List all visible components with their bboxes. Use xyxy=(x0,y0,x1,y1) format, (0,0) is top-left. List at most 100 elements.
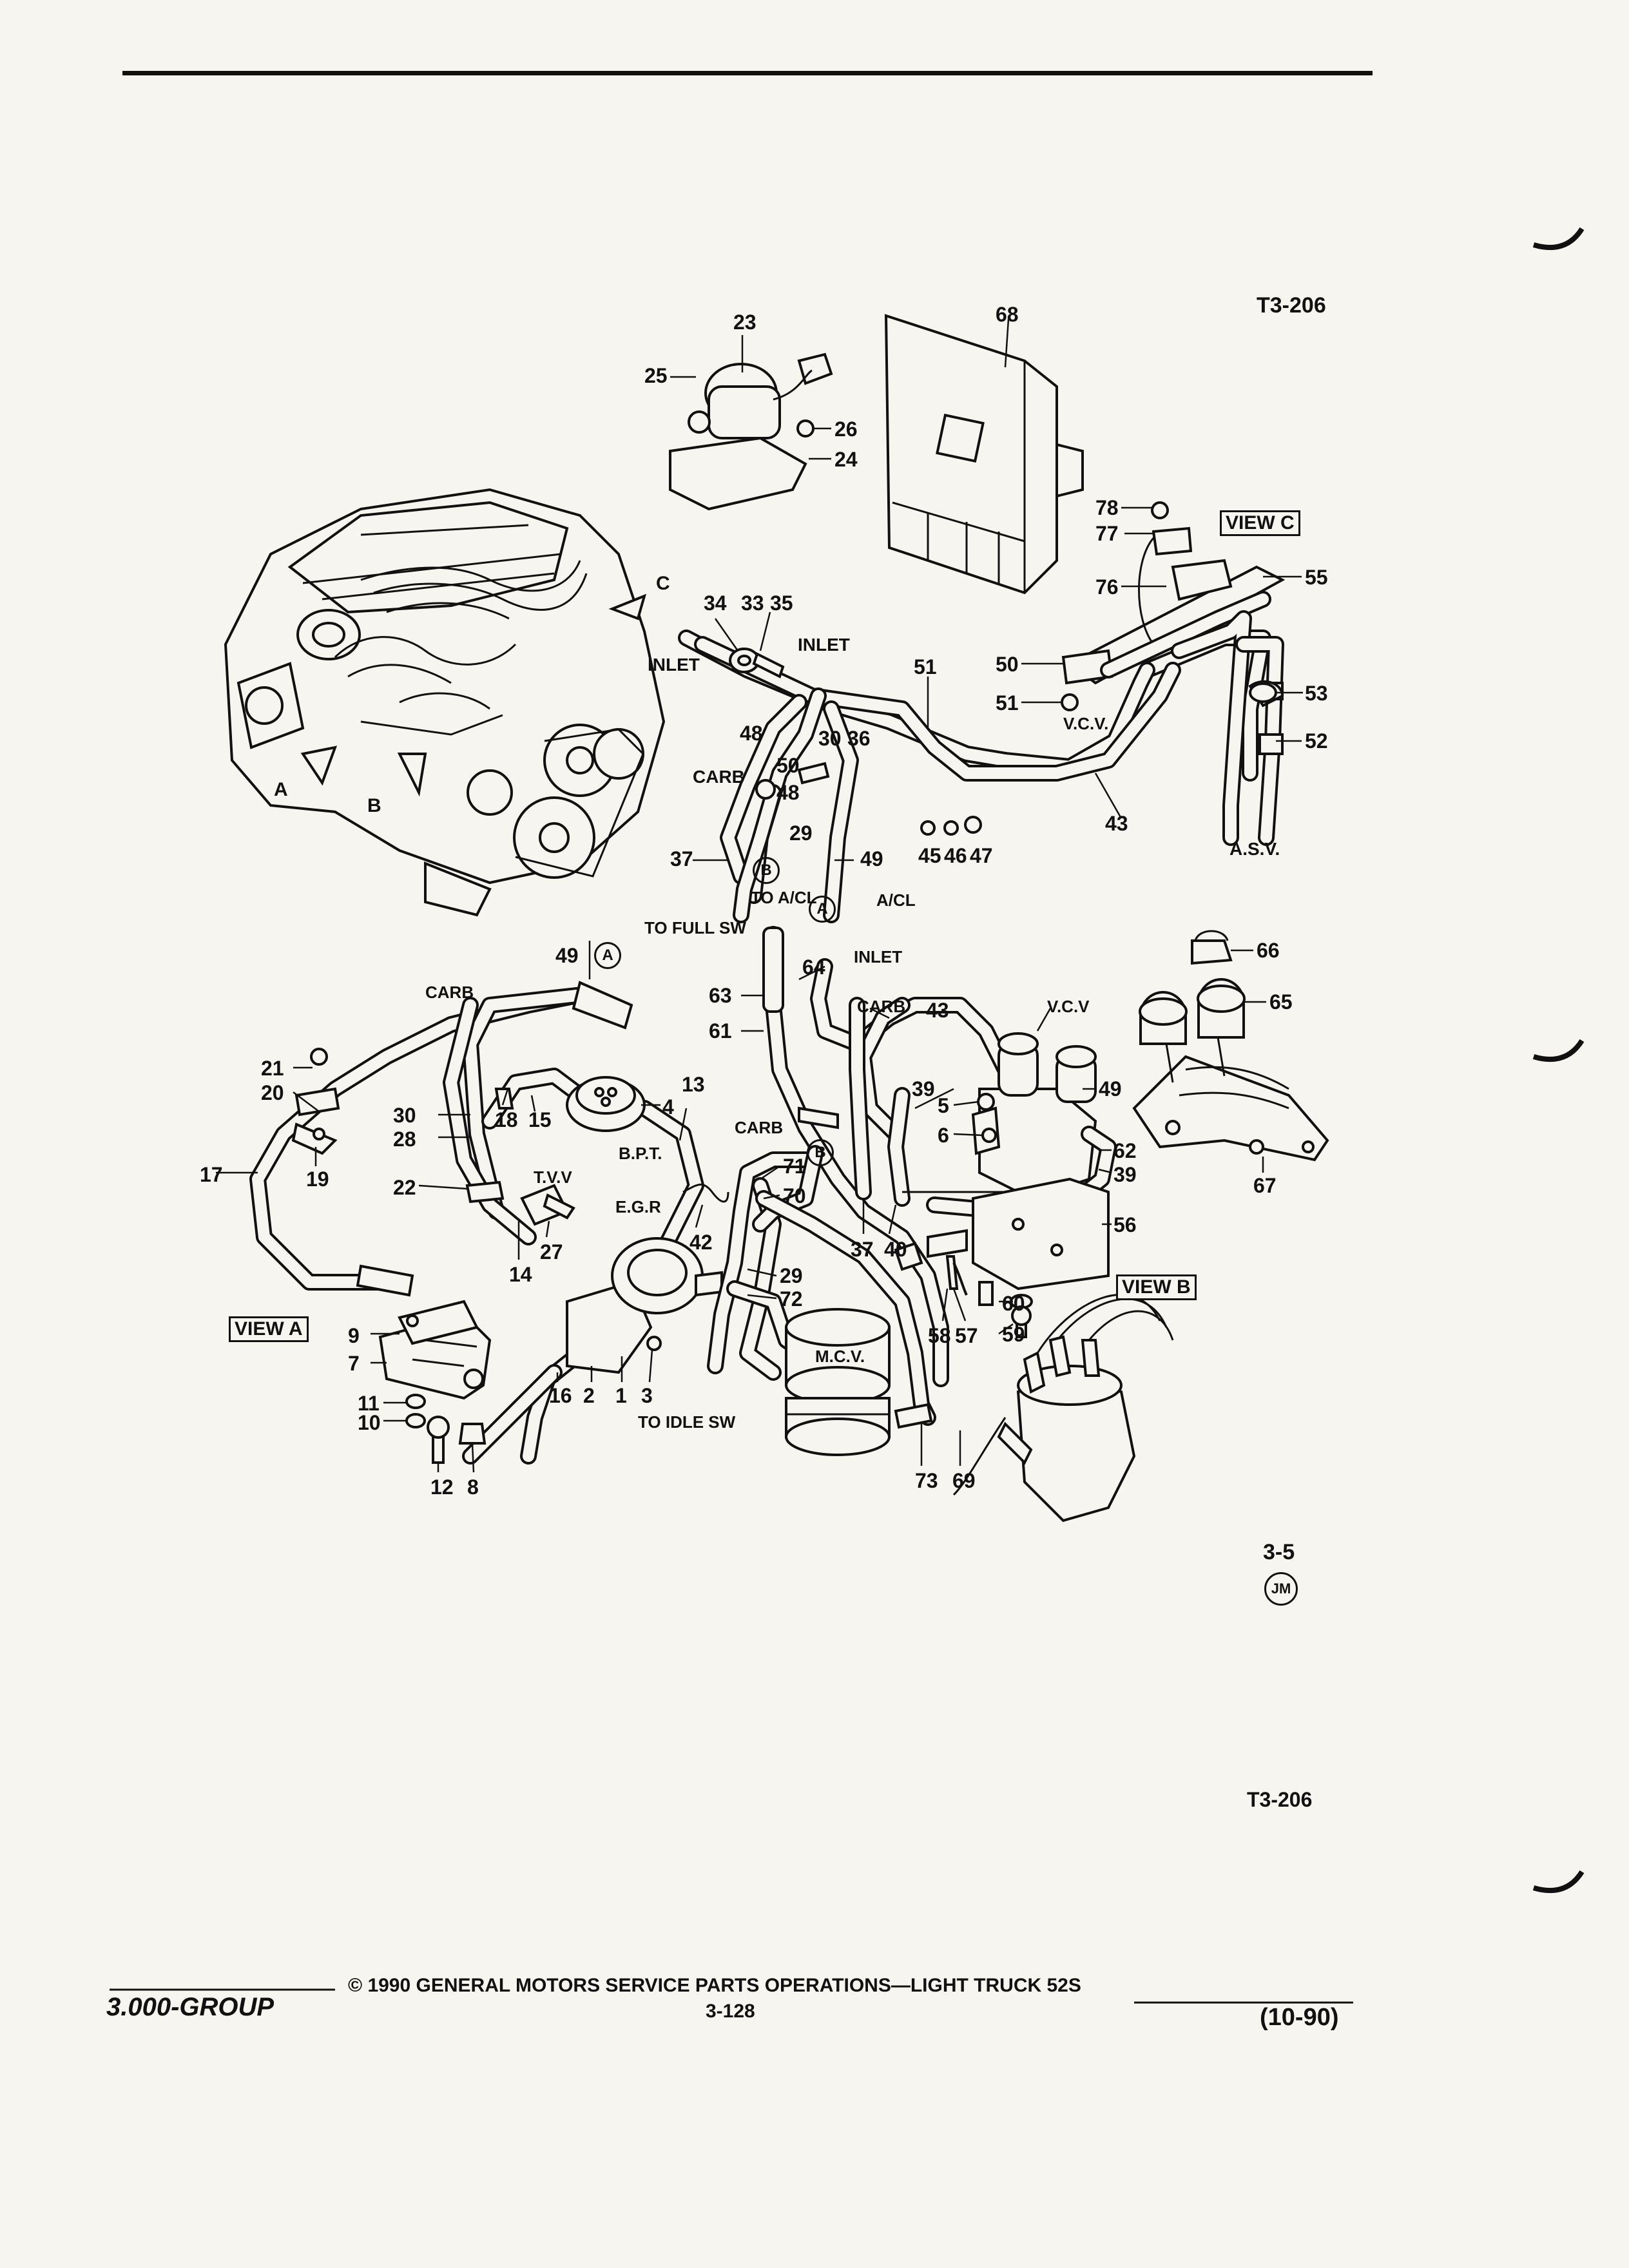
part-number: 64 xyxy=(802,956,825,979)
section-ref: 3-5 xyxy=(1263,1540,1295,1564)
part-number: 21 xyxy=(261,1057,284,1080)
part-23-actuator xyxy=(669,352,833,511)
part-number: 11 xyxy=(358,1392,380,1415)
part-number: 43 xyxy=(926,999,949,1022)
part-number: 67 xyxy=(1253,1174,1277,1197)
view-a-label: VIEW A xyxy=(229,1316,309,1342)
to-full-sw-label: TO FULL SW xyxy=(644,918,746,937)
part-number: 45 xyxy=(918,844,941,867)
upper-hose-network xyxy=(678,629,1181,923)
part-number: 49 xyxy=(555,944,579,967)
margin-mark xyxy=(1532,1870,1585,1894)
part-number: 51 xyxy=(996,691,1019,715)
part-number: 10 xyxy=(358,1411,381,1434)
part-number: 52 xyxy=(1305,729,1328,753)
inlet-label: INLET xyxy=(648,655,700,675)
part-number: 60 xyxy=(1002,1292,1025,1315)
view-c-assembly xyxy=(1061,501,1286,846)
margin-mark xyxy=(1532,1039,1585,1062)
mcv-label: M.C.V. xyxy=(815,1347,865,1366)
part-number: 66 xyxy=(1257,939,1280,962)
part-number: 17 xyxy=(200,1163,223,1186)
footer-date-code: (10-90) xyxy=(1260,2004,1339,2031)
part-number: 48 xyxy=(740,722,763,745)
part-number: 29 xyxy=(789,822,813,845)
part-number: 53 xyxy=(1305,682,1328,705)
part-number: 42 xyxy=(689,1231,713,1254)
part-number: 37 xyxy=(851,1238,874,1261)
carb-label: CARB xyxy=(857,997,906,1016)
part-number: 47 xyxy=(970,844,993,867)
part-number: 39 xyxy=(912,1077,935,1100)
inlet-label: INLET xyxy=(854,947,903,966)
part-number: 1 xyxy=(615,1384,627,1407)
part-number: 7 xyxy=(348,1352,360,1375)
callout-marker-b: B xyxy=(753,857,780,884)
part-number: 76 xyxy=(1095,575,1119,599)
part-number: 39 xyxy=(1113,1163,1137,1186)
part-number: 61 xyxy=(709,1019,732,1043)
part-number: 46 xyxy=(944,844,967,867)
part-number: 56 xyxy=(1113,1213,1137,1236)
carb-label: CARB xyxy=(425,983,474,1002)
part-number: 51 xyxy=(914,655,937,678)
part-number: 50 xyxy=(776,754,800,777)
part-number: 6 xyxy=(938,1124,949,1147)
jm-symbol: JM xyxy=(1264,1572,1298,1606)
part-number: 63 xyxy=(709,984,732,1007)
diagram-code-bottom: T3-206 xyxy=(1247,1788,1313,1811)
footer-group: 3.000-GROUP xyxy=(106,1993,275,2021)
part-number: 18 xyxy=(495,1108,518,1131)
engine-marker-a: A xyxy=(274,779,288,800)
part-number: 50 xyxy=(996,653,1019,676)
part-number: 5 xyxy=(938,1094,949,1117)
part-number: 37 xyxy=(670,847,693,870)
part-number: 48 xyxy=(776,781,800,804)
lower-left-hose-network xyxy=(249,981,729,1465)
inlet-label: INLET xyxy=(798,635,850,655)
part-number: 14 xyxy=(509,1263,532,1286)
part-number: 22 xyxy=(393,1176,416,1199)
part-number: 19 xyxy=(306,1168,329,1191)
part-number: 29 xyxy=(780,1264,803,1287)
part-number: 4 xyxy=(662,1095,674,1119)
callout-marker-b: B xyxy=(807,1139,834,1166)
part-number: 57 xyxy=(955,1324,978,1347)
part-number: 36 xyxy=(847,727,871,750)
part-number: 28 xyxy=(393,1128,416,1151)
part-number: 73 xyxy=(915,1469,938,1492)
part-number: 30 xyxy=(818,727,842,750)
to-idle-sw-label: TO IDLE SW xyxy=(638,1412,736,1432)
part-number: 55 xyxy=(1305,566,1328,589)
part-number: 8 xyxy=(467,1475,479,1499)
margin-mark xyxy=(1532,227,1585,251)
part-number: 78 xyxy=(1095,496,1119,519)
part-number: 3 xyxy=(641,1384,653,1407)
carb-label: CARB xyxy=(693,767,745,787)
part-number: 62 xyxy=(1113,1139,1137,1162)
part-number: 2 xyxy=(583,1384,595,1407)
part-number: 59 xyxy=(1002,1323,1025,1346)
view-b-label: VIEW B xyxy=(1116,1274,1197,1300)
footer-copyright: © 1990 GENERAL MOTORS SERVICE PARTS OPER… xyxy=(348,1975,1081,1996)
footer-page-number: 3-128 xyxy=(706,2001,755,2022)
engine-marker-b: B xyxy=(367,795,381,816)
part-68-bracket-assembly xyxy=(1132,930,1329,1162)
acl-label: A/CL xyxy=(876,890,916,910)
part-number: 26 xyxy=(834,418,858,441)
part-number: 27 xyxy=(540,1240,563,1264)
top-rule xyxy=(122,71,1373,75)
part-number: 65 xyxy=(1269,990,1293,1014)
part-number: 23 xyxy=(733,311,757,334)
part-70-control-unit xyxy=(884,314,1084,595)
part-number: 12 xyxy=(430,1475,454,1499)
part-number: 9 xyxy=(348,1324,360,1347)
part-number: 49 xyxy=(1099,1077,1122,1100)
part-number: 70 xyxy=(783,1184,806,1207)
part-number: 43 xyxy=(1105,812,1128,835)
carb-label: CARB xyxy=(735,1118,784,1137)
egr-label: E.G.R xyxy=(615,1197,661,1216)
part-number: 30 xyxy=(393,1104,416,1127)
